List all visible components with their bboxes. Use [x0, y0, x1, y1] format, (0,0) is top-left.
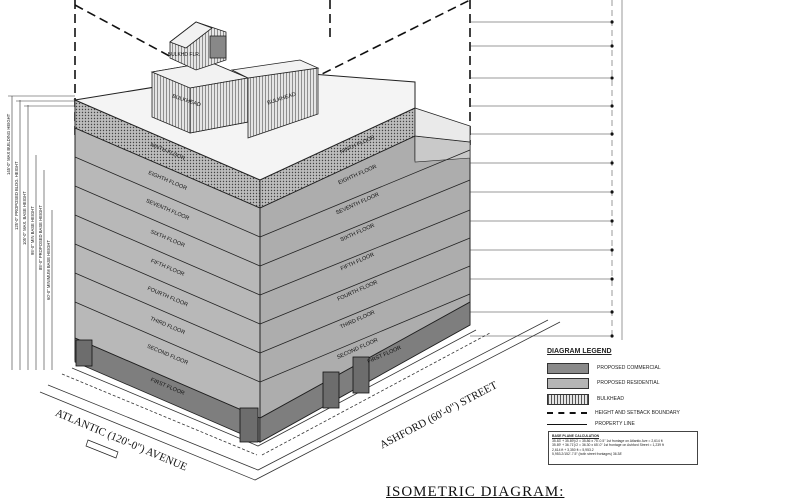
door-ashford-1: [322, 371, 340, 409]
height-label-2: 125'-0" PROPOSED BLDG. HEIGHT: [14, 161, 19, 230]
bulkhead-small: [169, 21, 227, 71]
height-dimensions: [8, 95, 75, 370]
calc-line-4: 5,953.2/152'-7.5" (both street frontages…: [552, 452, 622, 457]
height-label-1: 145'-0" MAX BUILDING HEIGHT: [6, 113, 11, 175]
height-label-5: 85'-0" PROPOSED BASE HEIGHT: [38, 205, 43, 270]
bulkhead-small-label: BULKHD FLR.: [168, 52, 201, 58]
base-plane-calculation: BASE PLANE CALCULATION 35.83' + 35.89')/…: [548, 431, 698, 465]
setback-roof: [414, 107, 471, 143]
door-ashford-2: [352, 356, 370, 394]
sidewalk-lines: [39, 319, 561, 481]
street-label-atlantic: ATLANTIC (120'-0") AVENUE: [54, 407, 190, 474]
calc-title: BASE PLANE CALCULATION: [552, 434, 600, 438]
calc-line-2: 35.89' + 36.71')/2 = 36.30 x 65'-0" 1st …: [552, 443, 664, 448]
legend-label-bulkhead: BULKHEAD: [597, 396, 624, 402]
height-label-6: 60'-0" MINIMUM BASE HEIGHT: [46, 240, 51, 300]
street-label-ashford: ASHFORD (60'-0") STREET: [378, 379, 500, 451]
legend-label-setback: HEIGHT AND SETBACK BOUNDARY: [595, 410, 680, 416]
legend-item-property-line: PROPERTY LINE: [547, 419, 635, 429]
bulkhead-right: [230, 59, 320, 139]
residential-swatch: [547, 377, 589, 389]
calc-line-3: 2,614 ft + 3,350 ft = 5,953.2: [552, 447, 594, 452]
drawing-title: ISOMETRIC DIAGRAM:: [386, 484, 565, 500]
direction-arrow: [85, 439, 119, 459]
calc-line-1: 35.83' + 35.89')/2 = 35.86 x 75'-0.5" 1s…: [552, 438, 663, 443]
door-left: [75, 339, 93, 367]
legend-title: DIAGRAM LEGEND: [547, 348, 612, 355]
bulkhead-main: [150, 61, 250, 134]
legend-item-setback: HEIGHT AND SETBACK BOUNDARY: [547, 408, 680, 418]
height-labels: 145'-0" MAX BUILDING HEIGHT 125'-0" PROP…: [6, 113, 51, 300]
legend-label-property-line: PROPERTY LINE: [595, 421, 635, 427]
elevation-leaders: [470, 0, 623, 340]
legend-label-commercial: PROPOSED COMMERCIAL: [597, 365, 661, 371]
height-label-3: 105'-0" MAX. BASE HEIGHT: [22, 191, 27, 245]
legend-item-bulkhead: BULKHEAD: [547, 393, 624, 405]
height-label-4: 95'-0" MIN BASE HEIGHT: [30, 206, 35, 255]
legend-item-residential: PROPOSED RESIDENTIAL: [547, 377, 660, 389]
setback-line-swatch: [547, 412, 587, 414]
legend-item-commercial: PROPOSED COMMERCIAL: [547, 362, 661, 374]
property-line-swatch: [547, 423, 587, 425]
door-corner: [239, 407, 259, 443]
elevation-marks: [610, 20, 614, 338]
legend-label-residential: PROPOSED RESIDENTIAL: [597, 380, 660, 386]
commercial-swatch: [547, 362, 589, 374]
building-right-face: [259, 107, 471, 443]
bulkhead-swatch: [547, 393, 589, 405]
